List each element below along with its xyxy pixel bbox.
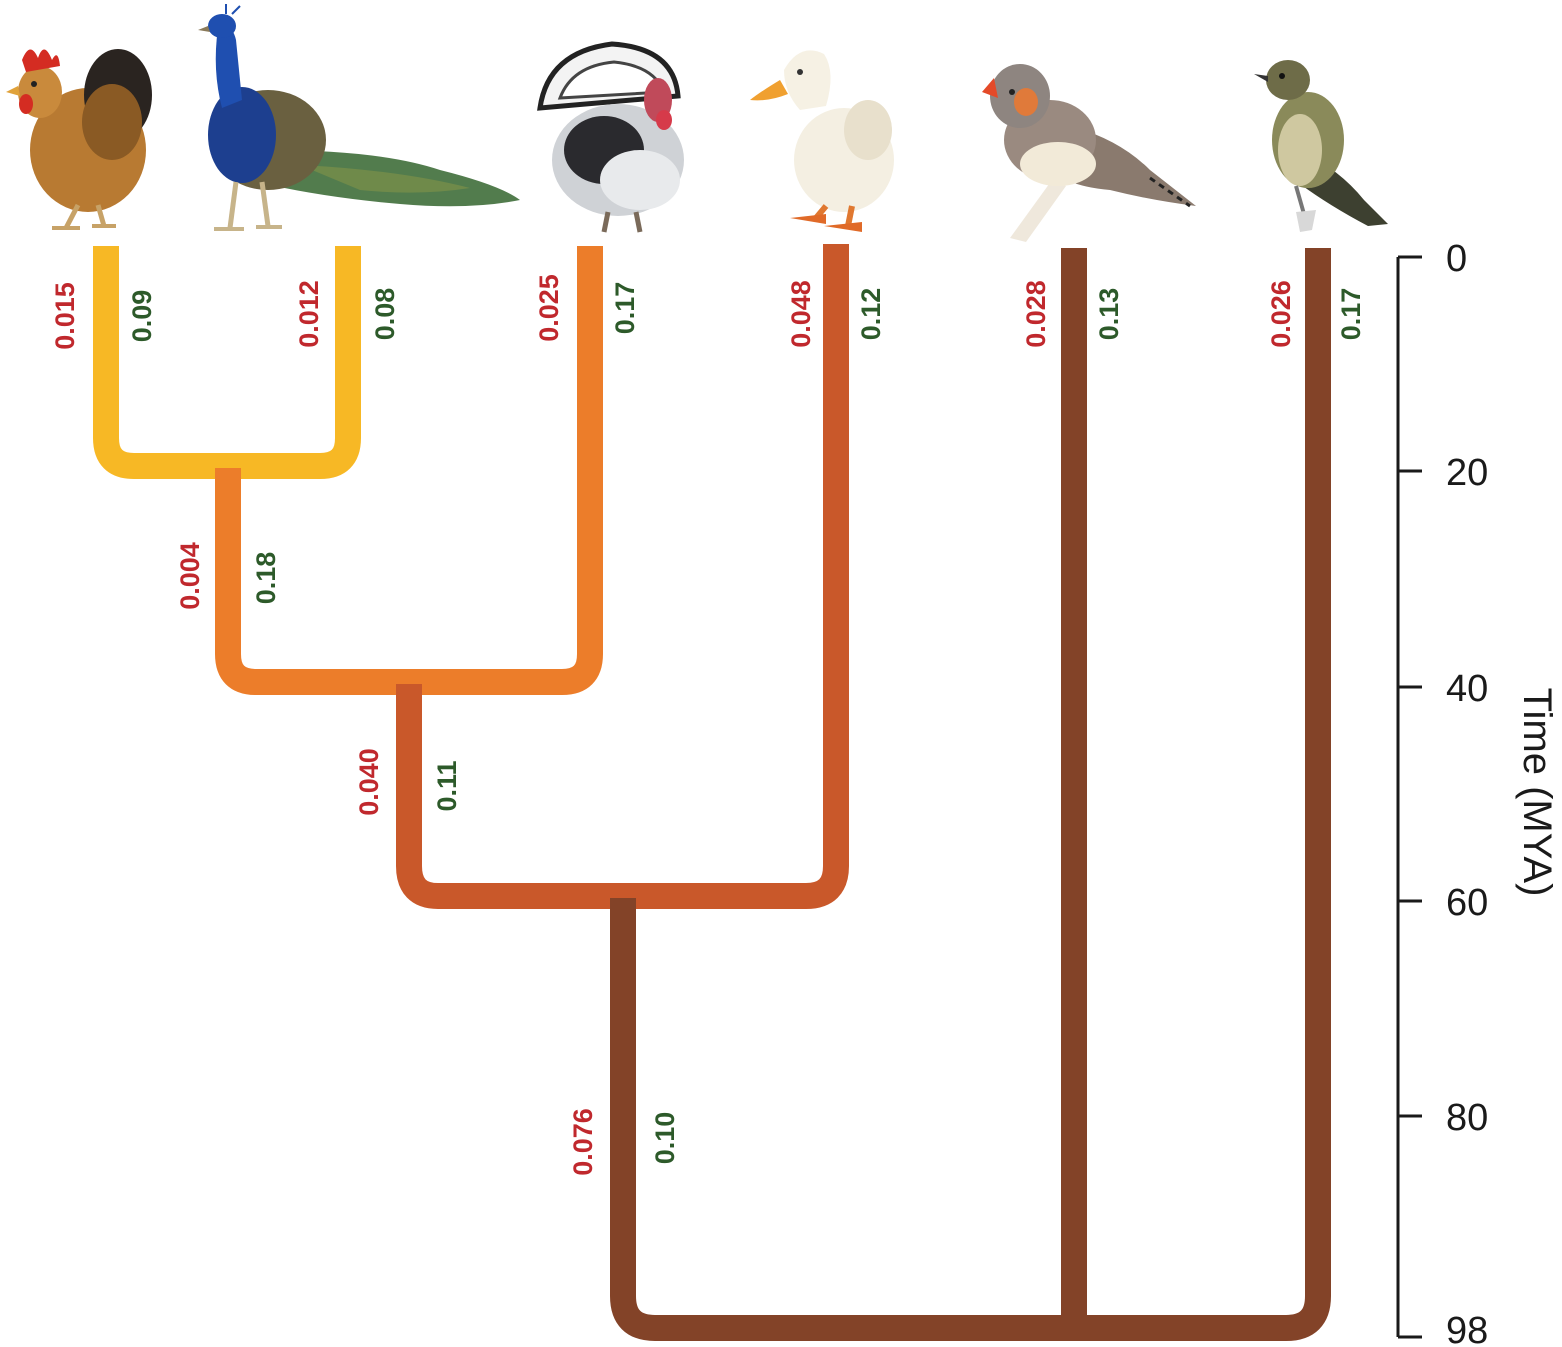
chicken-icon bbox=[6, 49, 152, 230]
label-galloanserae-stem-red: 0.076 bbox=[568, 1108, 598, 1176]
label-flycatcher-green: 0.17 bbox=[1336, 288, 1366, 341]
label-duck-red: 0.048 bbox=[786, 280, 816, 348]
axis-tick-label-0: 0 bbox=[1446, 238, 1467, 280]
label-finch-red: 0.028 bbox=[1021, 280, 1051, 348]
axis-tick-label-40: 40 bbox=[1446, 668, 1488, 710]
turkey-icon bbox=[537, 41, 684, 233]
label-duck-green: 0.12 bbox=[856, 288, 886, 341]
axis-tick-label-80: 80 bbox=[1446, 1097, 1488, 1139]
branch-phasianid-turkey bbox=[215, 246, 603, 695]
label-turkey-red: 0.025 bbox=[534, 274, 564, 342]
label-galliform-stem-green: 0.11 bbox=[432, 760, 462, 811]
branch-galliform-duck bbox=[396, 244, 849, 909]
zebra-finch-icon bbox=[982, 64, 1196, 242]
label-chicken-green: 0.09 bbox=[127, 290, 157, 343]
axis-title: Time (MYA) bbox=[1515, 688, 1559, 897]
label-flycatcher-red: 0.026 bbox=[1266, 280, 1296, 348]
label-galliform-stem-red: 0.040 bbox=[354, 748, 384, 816]
tree-branches bbox=[93, 244, 1331, 1341]
label-galloanserae-stem-green: 0.10 bbox=[650, 1112, 680, 1165]
time-axis: 0 20 40 60 80 98 Time (MYA) bbox=[1396, 238, 1559, 1347]
label-chicken-red: 0.015 bbox=[50, 282, 80, 350]
axis-tick-label-98: 98 bbox=[1446, 1310, 1488, 1347]
label-phasianid-stem-red: 0.004 bbox=[175, 542, 205, 610]
label-turkey-green: 0.17 bbox=[610, 282, 640, 335]
branch-galloanserae-flycatcher bbox=[610, 248, 1331, 1341]
label-finch-green: 0.13 bbox=[1094, 288, 1124, 341]
branch-labels: 0.015 0.09 0.012 0.08 0.025 0.17 0.048 0… bbox=[50, 274, 1366, 1176]
axis-tick-label-20: 20 bbox=[1446, 452, 1488, 494]
label-phasianid-stem-green: 0.18 bbox=[251, 552, 281, 605]
axis-tick-label-60: 60 bbox=[1446, 882, 1488, 924]
branch-chicken-peacock bbox=[93, 246, 361, 479]
peacock-icon bbox=[198, 4, 520, 231]
label-peacock-red: 0.012 bbox=[294, 280, 324, 348]
label-peacock-green: 0.08 bbox=[370, 288, 400, 341]
duck-icon bbox=[750, 50, 894, 232]
flycatcher-icon bbox=[1254, 60, 1388, 232]
